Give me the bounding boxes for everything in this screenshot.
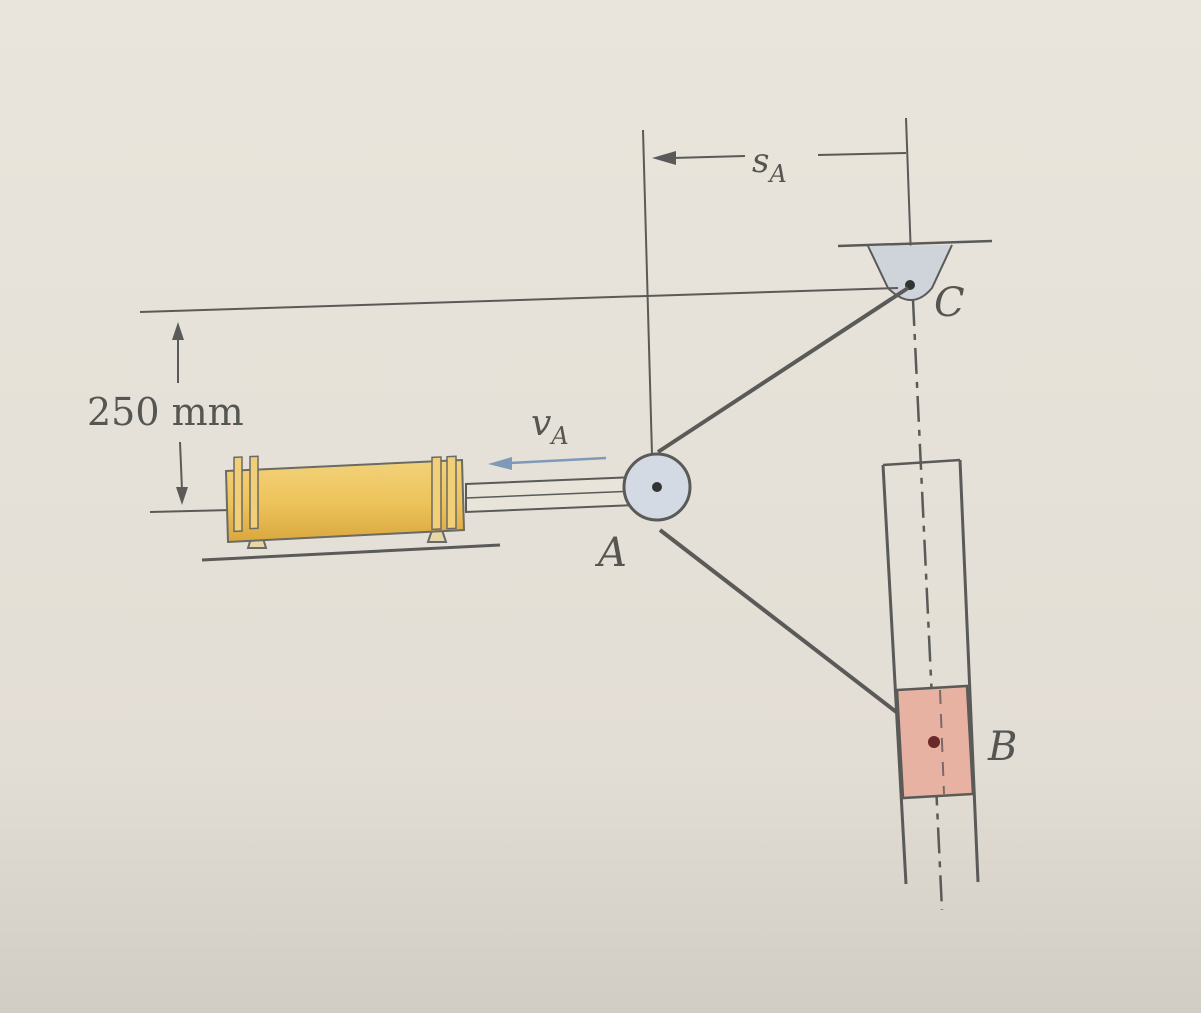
dim-up-arrowhead <box>172 322 184 340</box>
link-AC <box>656 286 910 454</box>
guide-right-rail <box>958 459 980 883</box>
ground-line <box>201 543 501 562</box>
vA-label: vA <box>531 403 569 450</box>
sA-label: sA <box>752 141 787 188</box>
sA-arrowhead <box>652 151 676 165</box>
cylinder-band-4 <box>446 455 457 530</box>
sA-dimension <box>642 117 913 456</box>
sA-dimension-line-left <box>671 155 746 159</box>
dim-down-arrowhead <box>176 487 188 505</box>
pulley-A <box>622 452 692 522</box>
ceiling-line <box>837 239 993 248</box>
pin-B <box>928 736 940 748</box>
guide-centerline <box>911 299 944 911</box>
reference-line-top <box>139 287 899 313</box>
label-C: C <box>934 280 965 326</box>
slider-guide <box>881 299 980 911</box>
dim-bottom-extension <box>149 509 233 513</box>
cylinder-band-1 <box>233 456 243 533</box>
slider-B <box>895 684 975 800</box>
slider-centerline <box>939 689 945 795</box>
support-C <box>837 239 993 301</box>
guide-left-rail <box>881 464 908 885</box>
dim-lower-line <box>179 441 183 491</box>
pin-A <box>652 482 662 492</box>
piston-rod-centerline <box>465 490 637 499</box>
label-A: A <box>594 530 627 576</box>
cylinder-body <box>224 458 466 544</box>
sA-left-extension-line <box>642 129 653 456</box>
velocity-arrowhead <box>488 457 512 470</box>
sA-dimension-line-right <box>817 152 907 156</box>
velocity-arrow <box>488 456 607 470</box>
cylinder-band-3 <box>431 456 442 531</box>
hydraulic-cylinder <box>201 455 637 562</box>
cylinder-band-2 <box>249 455 259 530</box>
label-B: B <box>987 724 1017 770</box>
dimension-label: 250 mm <box>87 390 244 434</box>
link-AB <box>658 528 936 743</box>
dimension-250mm <box>149 322 233 513</box>
